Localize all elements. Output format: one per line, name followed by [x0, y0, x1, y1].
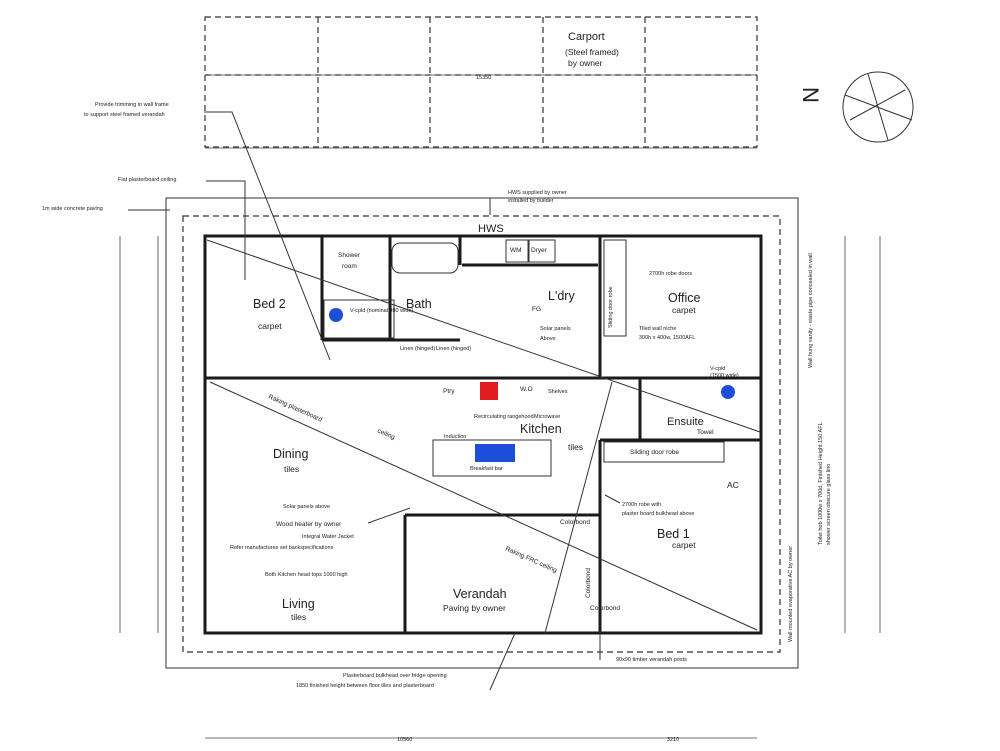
- note-solar-1b: Above: [540, 336, 556, 342]
- linen-1-label: Linen (hinged): [400, 346, 435, 352]
- verandah-name: Verandah: [453, 587, 507, 601]
- breakfast-label: Breakfast bar: [470, 466, 503, 472]
- towel-label: Towel: [697, 429, 714, 436]
- note-niche-1: Tiled wall niche: [639, 326, 676, 332]
- note-niche-2: 300h x 400w, 1500AFL: [639, 335, 695, 341]
- wm-label: WM: [510, 247, 522, 254]
- hws-label: HWS: [478, 223, 504, 235]
- living-name: Living: [282, 597, 315, 611]
- office-floor: carpet: [672, 305, 696, 315]
- note-wood-heater: Wood heater by owner: [276, 521, 342, 528]
- shelves-label: Shelves: [548, 389, 568, 395]
- cooktop: [480, 382, 498, 400]
- note-toilet-2: shower screen obscure glass lino: [826, 464, 832, 545]
- north-label: N: [798, 87, 823, 103]
- note-trimming-2: to support steel framed verandah: [84, 112, 165, 118]
- dryer-label: Dryer: [531, 247, 548, 254]
- external-walls: [203, 234, 763, 635]
- eave-line: [182, 215, 781, 653]
- note-concrete: 1m wide concrete paving: [42, 206, 103, 212]
- verandah-floor: Paving by owner: [443, 603, 506, 613]
- note-posts: 90x90 timber verandah posts: [616, 657, 687, 663]
- island-bench: [432, 439, 552, 477]
- note-bulkhead: Plasterboard bulkhead over fridge openin…: [343, 673, 447, 679]
- paving-outline: [165, 197, 799, 669]
- rangehood-label: Recirculating rangehood: [474, 414, 534, 420]
- leader-lines: [128, 111, 621, 691]
- dimension-lines: [119, 147, 881, 739]
- office-robe: [603, 239, 627, 337]
- carport-outline: [204, 16, 758, 148]
- note-hws-2: installed by builder: [508, 198, 554, 204]
- dining-floor: tiles: [284, 464, 299, 474]
- vcpld-2-label: V-cpld: [710, 366, 725, 372]
- shower-sub: room: [342, 263, 357, 270]
- kitchen-name: Kitchen: [520, 422, 562, 436]
- colorbond-3: Colorbond: [585, 568, 592, 598]
- ensuite-drain: [721, 385, 735, 399]
- sliding-robe-bed1: [603, 441, 725, 463]
- living-floor: tiles: [291, 612, 306, 622]
- ceiling-label: ceiling: [376, 427, 396, 441]
- shower-drain: [329, 308, 343, 322]
- shower-name: Shower: [338, 252, 361, 259]
- dim-top-overall: 15350: [476, 75, 491, 81]
- carport-owner: by owner: [568, 58, 603, 68]
- office-name: Office: [668, 291, 700, 305]
- microwave-label: Microwave: [534, 414, 560, 420]
- bed2-name: Bed 2: [253, 297, 286, 311]
- laundry-name: L'dry: [548, 289, 575, 303]
- note-trimming-1: Provide trimming in wall frame: [95, 102, 169, 108]
- note-robe-bulkhead-2: plaster board bulkhead above: [622, 511, 694, 517]
- colorbond-1: Colorbond: [560, 519, 590, 526]
- bathtub: [391, 242, 459, 274]
- raking-plasterboard: Raking plasterboard: [267, 393, 323, 423]
- bed1-name: Bed 1: [657, 527, 690, 541]
- north-arrow: [842, 71, 914, 143]
- note-solar-2: Solar panels above: [283, 504, 330, 510]
- note-refer: Refer manufactures set backspecification…: [230, 545, 334, 551]
- bed2-floor: carpet: [258, 321, 282, 331]
- note-solar-1a: Solar panels: [540, 326, 571, 332]
- vcpld-2-sub: (1500 wide): [710, 373, 739, 379]
- carport-subtitle: (Steel framed): [565, 47, 619, 57]
- kitchen-sink: [475, 444, 515, 462]
- linen-2-label: Linen (hinged): [436, 346, 471, 352]
- carport-title: Carport: [568, 31, 605, 43]
- note-vanity: Wall hung vanity - waste pipe concealed …: [808, 253, 814, 368]
- kitchen-floor: tiles: [568, 442, 583, 452]
- dim-bottom-overall: 10560: [397, 737, 412, 743]
- fg-label: FG: [532, 306, 541, 313]
- wo-label: W.O: [520, 386, 533, 393]
- note-hws-1: HWS supplied by owner: [508, 190, 567, 196]
- bed1-floor: carpet: [672, 540, 696, 550]
- office-robe-label: Sliding door robe: [608, 286, 614, 328]
- ac-label: AC: [727, 480, 739, 490]
- note-kitchen-tops: Both Kitchen head tops 1000 high: [265, 572, 348, 578]
- note-finished-height: 1850 finished height between floor tiles…: [296, 683, 434, 689]
- pantry-label: Ptry: [443, 388, 455, 395]
- dryer: [528, 239, 556, 263]
- raking-lines: [206, 239, 761, 634]
- note-robe-doors: 2700h robe doors: [649, 271, 692, 277]
- raking-frc-ceiling: Raking FRC ceiling: [504, 545, 558, 574]
- dining-name: Dining: [273, 447, 308, 461]
- vcpld-1-label: V-cpld (nominal 980 wide): [350, 308, 413, 314]
- note-ac: Wall mounted evaporative AC by owner: [788, 546, 794, 642]
- shower-tray: [323, 299, 395, 339]
- note-toilet-1: Toilet hob 1000w x 700d, Finished Height…: [818, 422, 824, 545]
- note-robe-bulkhead-1: 2700h robe with: [622, 502, 661, 508]
- bed1-robe-label: Sliding door robe: [630, 449, 680, 456]
- ensuite-name: Ensuite: [667, 416, 704, 428]
- bath-name: Bath: [406, 297, 432, 311]
- colorbond-2: Colorbond: [590, 605, 620, 612]
- washing-machine: [505, 239, 529, 263]
- note-flat-ceiling: Flat plasterboard ceiling: [118, 177, 176, 183]
- induction-label: Induction: [444, 434, 466, 440]
- note-water-jacket: Integral Water Jacket: [302, 534, 354, 540]
- dim-bottom-mid: 3210: [667, 737, 679, 743]
